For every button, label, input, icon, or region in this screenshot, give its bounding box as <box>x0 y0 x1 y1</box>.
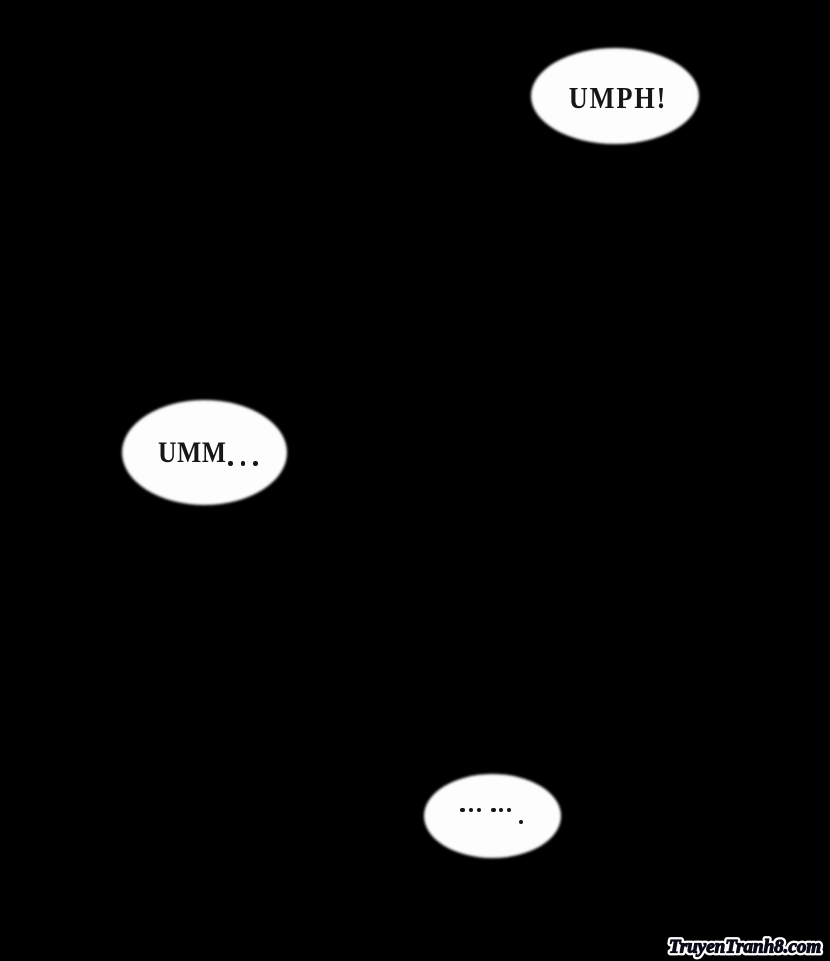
svg-text:TruyenTranh8.com: TruyenTranh8.com <box>669 937 821 958</box>
svg-text:TruyenTranh8.com: TruyenTranh8.com <box>669 937 821 958</box>
